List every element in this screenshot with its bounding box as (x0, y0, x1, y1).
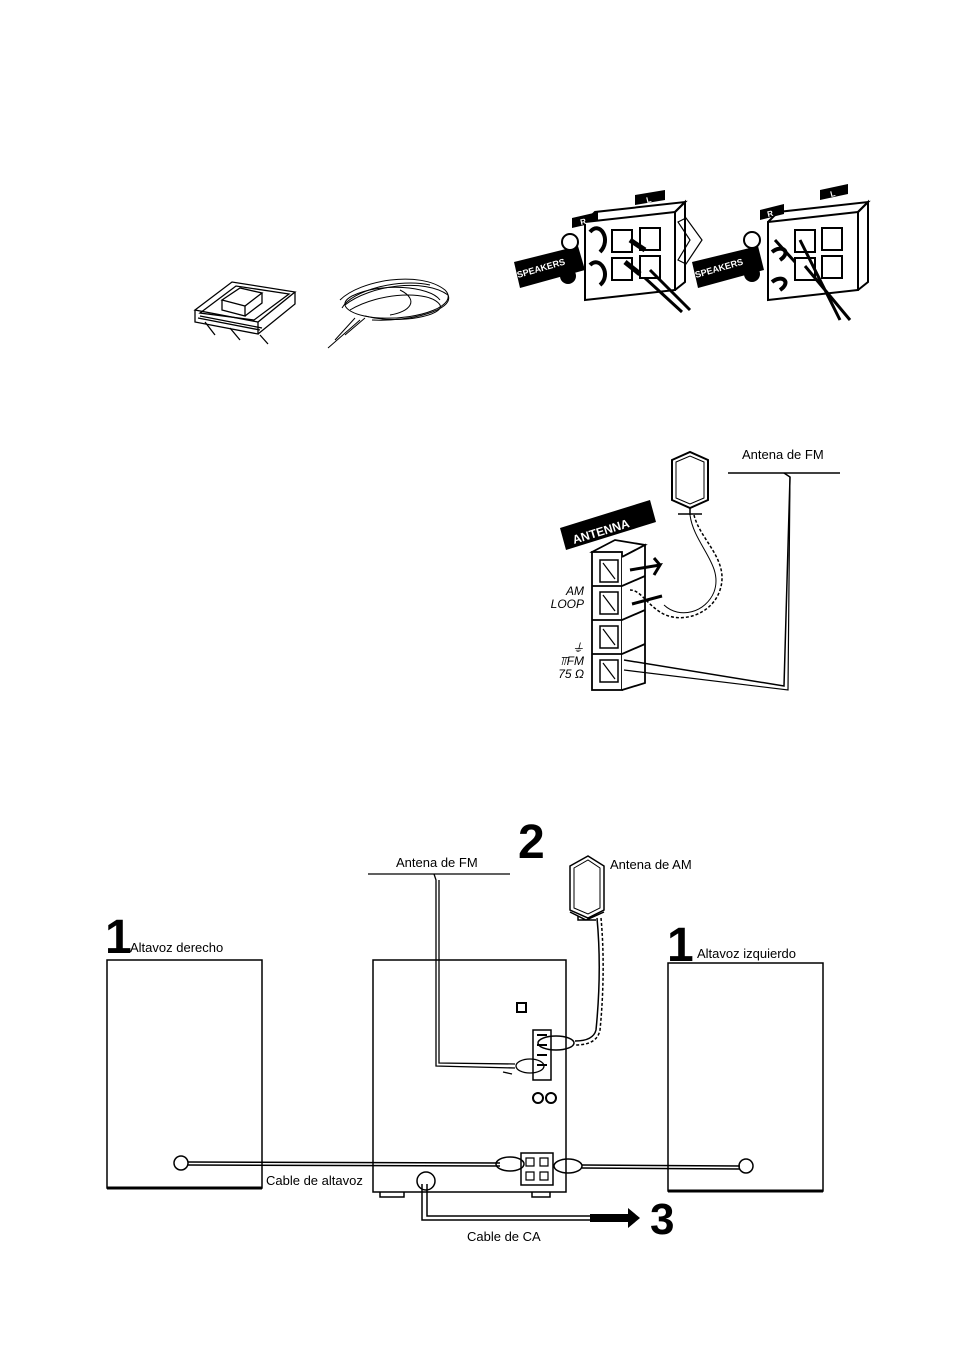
right-speaker-box (107, 960, 262, 1188)
speaker-terminal-after (692, 184, 868, 320)
am-loop-antenna-illustration (195, 282, 295, 344)
fm-antenna-label: Antena de FM (396, 855, 478, 870)
ohm-label: 75 Ω (538, 668, 584, 681)
am-loop-label: AM LOOP (538, 585, 584, 611)
antenna-terminal-illustration (560, 452, 840, 690)
step-2-number: 2 (518, 815, 545, 870)
speaker-cable-label: Cable de altavoz (266, 1173, 363, 1188)
antenna-fm-label-top: Antena de FM (742, 447, 824, 462)
left-speaker-box (668, 963, 823, 1191)
right-speaker-label: Altavoz derecho (130, 940, 223, 955)
main-unit-back (373, 960, 566, 1197)
fm-75-label: ⏚ ⫪FM 75 Ω (538, 642, 584, 681)
fm-wire-antenna-illustration (328, 279, 449, 348)
loop-label: LOOP (538, 598, 584, 611)
ac-cable-label: Cable de CA (467, 1229, 541, 1244)
speaker-terminal-before (514, 190, 690, 312)
step-3-number: 3 (650, 1195, 674, 1245)
transition-arrow (678, 218, 702, 264)
left-speaker-label: Altavoz izquierdo (697, 946, 796, 961)
am-antenna-label: Antena de AM (610, 857, 692, 872)
step-1-right-number: 1 (105, 910, 132, 965)
arrow-to-step-3 (590, 1208, 640, 1228)
step-1-left-number: 1 (667, 918, 694, 973)
